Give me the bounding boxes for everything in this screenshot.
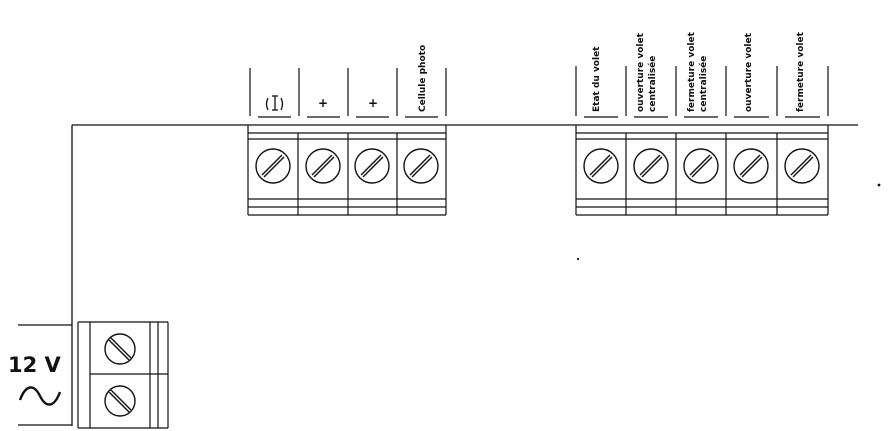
stray-dot [576,257,580,261]
plus-label-1: + [318,96,328,110]
screw-icon [583,148,619,184]
switch-symbol-icon [265,95,284,111]
controlled-closing-label-line2: centralisée [698,56,709,112]
shutter-opening-label: ouverture volet [744,32,754,112]
screw-icon [633,148,669,184]
screw-icon [305,148,341,184]
terminal-block-b: Etat du volet ouverture volet centralisé… [575,31,829,216]
controlled-opening-label-line2: centralisée [647,56,658,112]
screw-icon [403,148,439,184]
photocell-label: Cellule photo [418,45,428,112]
screw-icon [104,385,136,417]
screw-icon [104,333,136,365]
voltage-label: 12 V [8,353,62,377]
screw-icon [255,148,291,184]
screw-icon [733,148,769,184]
stray-dot [877,183,881,187]
controlled-opening-label-line1: ouverture volet [636,32,646,112]
shutter-state-label: Etat du volet [592,46,602,112]
screw-icon [683,148,719,184]
screw-icon [784,148,820,184]
plus-label-2: + [368,96,378,110]
bus-wire [71,124,858,426]
screw-icon [354,148,390,184]
ac-symbol-icon [18,386,62,406]
shutter-closing-label: fermeture volet [796,31,806,112]
power-terminal-block: 12 V [8,321,169,429]
controlled-closing-label-line1: fermeture volet [687,31,697,112]
terminal-block-a: + + Cellule photo [247,45,447,216]
